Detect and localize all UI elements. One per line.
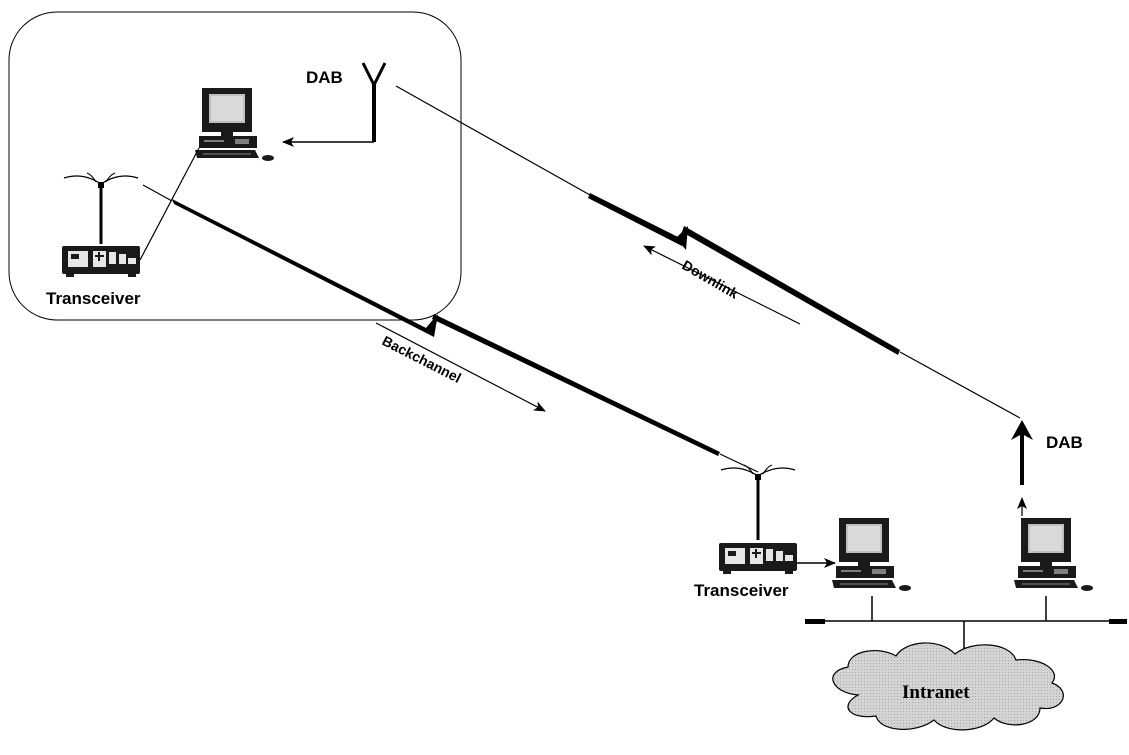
lan-bus — [805, 596, 1127, 663]
base-dab-transmit-arrow-icon — [1011, 420, 1033, 516]
base-transceiver-icon — [719, 543, 797, 574]
remote-dab-antenna-icon — [361, 62, 387, 142]
downlink-label: Downlink — [680, 257, 742, 302]
remote-transceiver-link — [139, 147, 200, 261]
backchannel-direction-arrow — [375, 322, 546, 412]
downlink-direction-arrow — [643, 245, 801, 325]
remote-transceiver-label: Transceiver — [46, 289, 141, 308]
downlink-radio-link — [395, 85, 1021, 419]
backchannel-radio-link — [142, 184, 759, 473]
base-dab-server-computer-icon — [1013, 517, 1094, 592]
intranet-label: Intranet — [902, 682, 970, 703]
base-dab-label: DAB — [1046, 433, 1083, 452]
intranet-cloud-icon — [832, 642, 1064, 731]
base-transceiver-label: Transceiver — [694, 581, 789, 600]
base-whip-antenna-icon — [720, 464, 796, 481]
remote-transceiver-icon — [62, 246, 140, 277]
remote-whip-antenna-icon — [63, 172, 139, 189]
remote-computer-icon — [194, 87, 275, 162]
remote-dab-label: DAB — [306, 68, 343, 87]
remote-site-boundary — [8, 11, 462, 321]
backchannel-label: Backchannel — [380, 332, 464, 385]
base-gateway-computer-icon — [831, 517, 912, 592]
